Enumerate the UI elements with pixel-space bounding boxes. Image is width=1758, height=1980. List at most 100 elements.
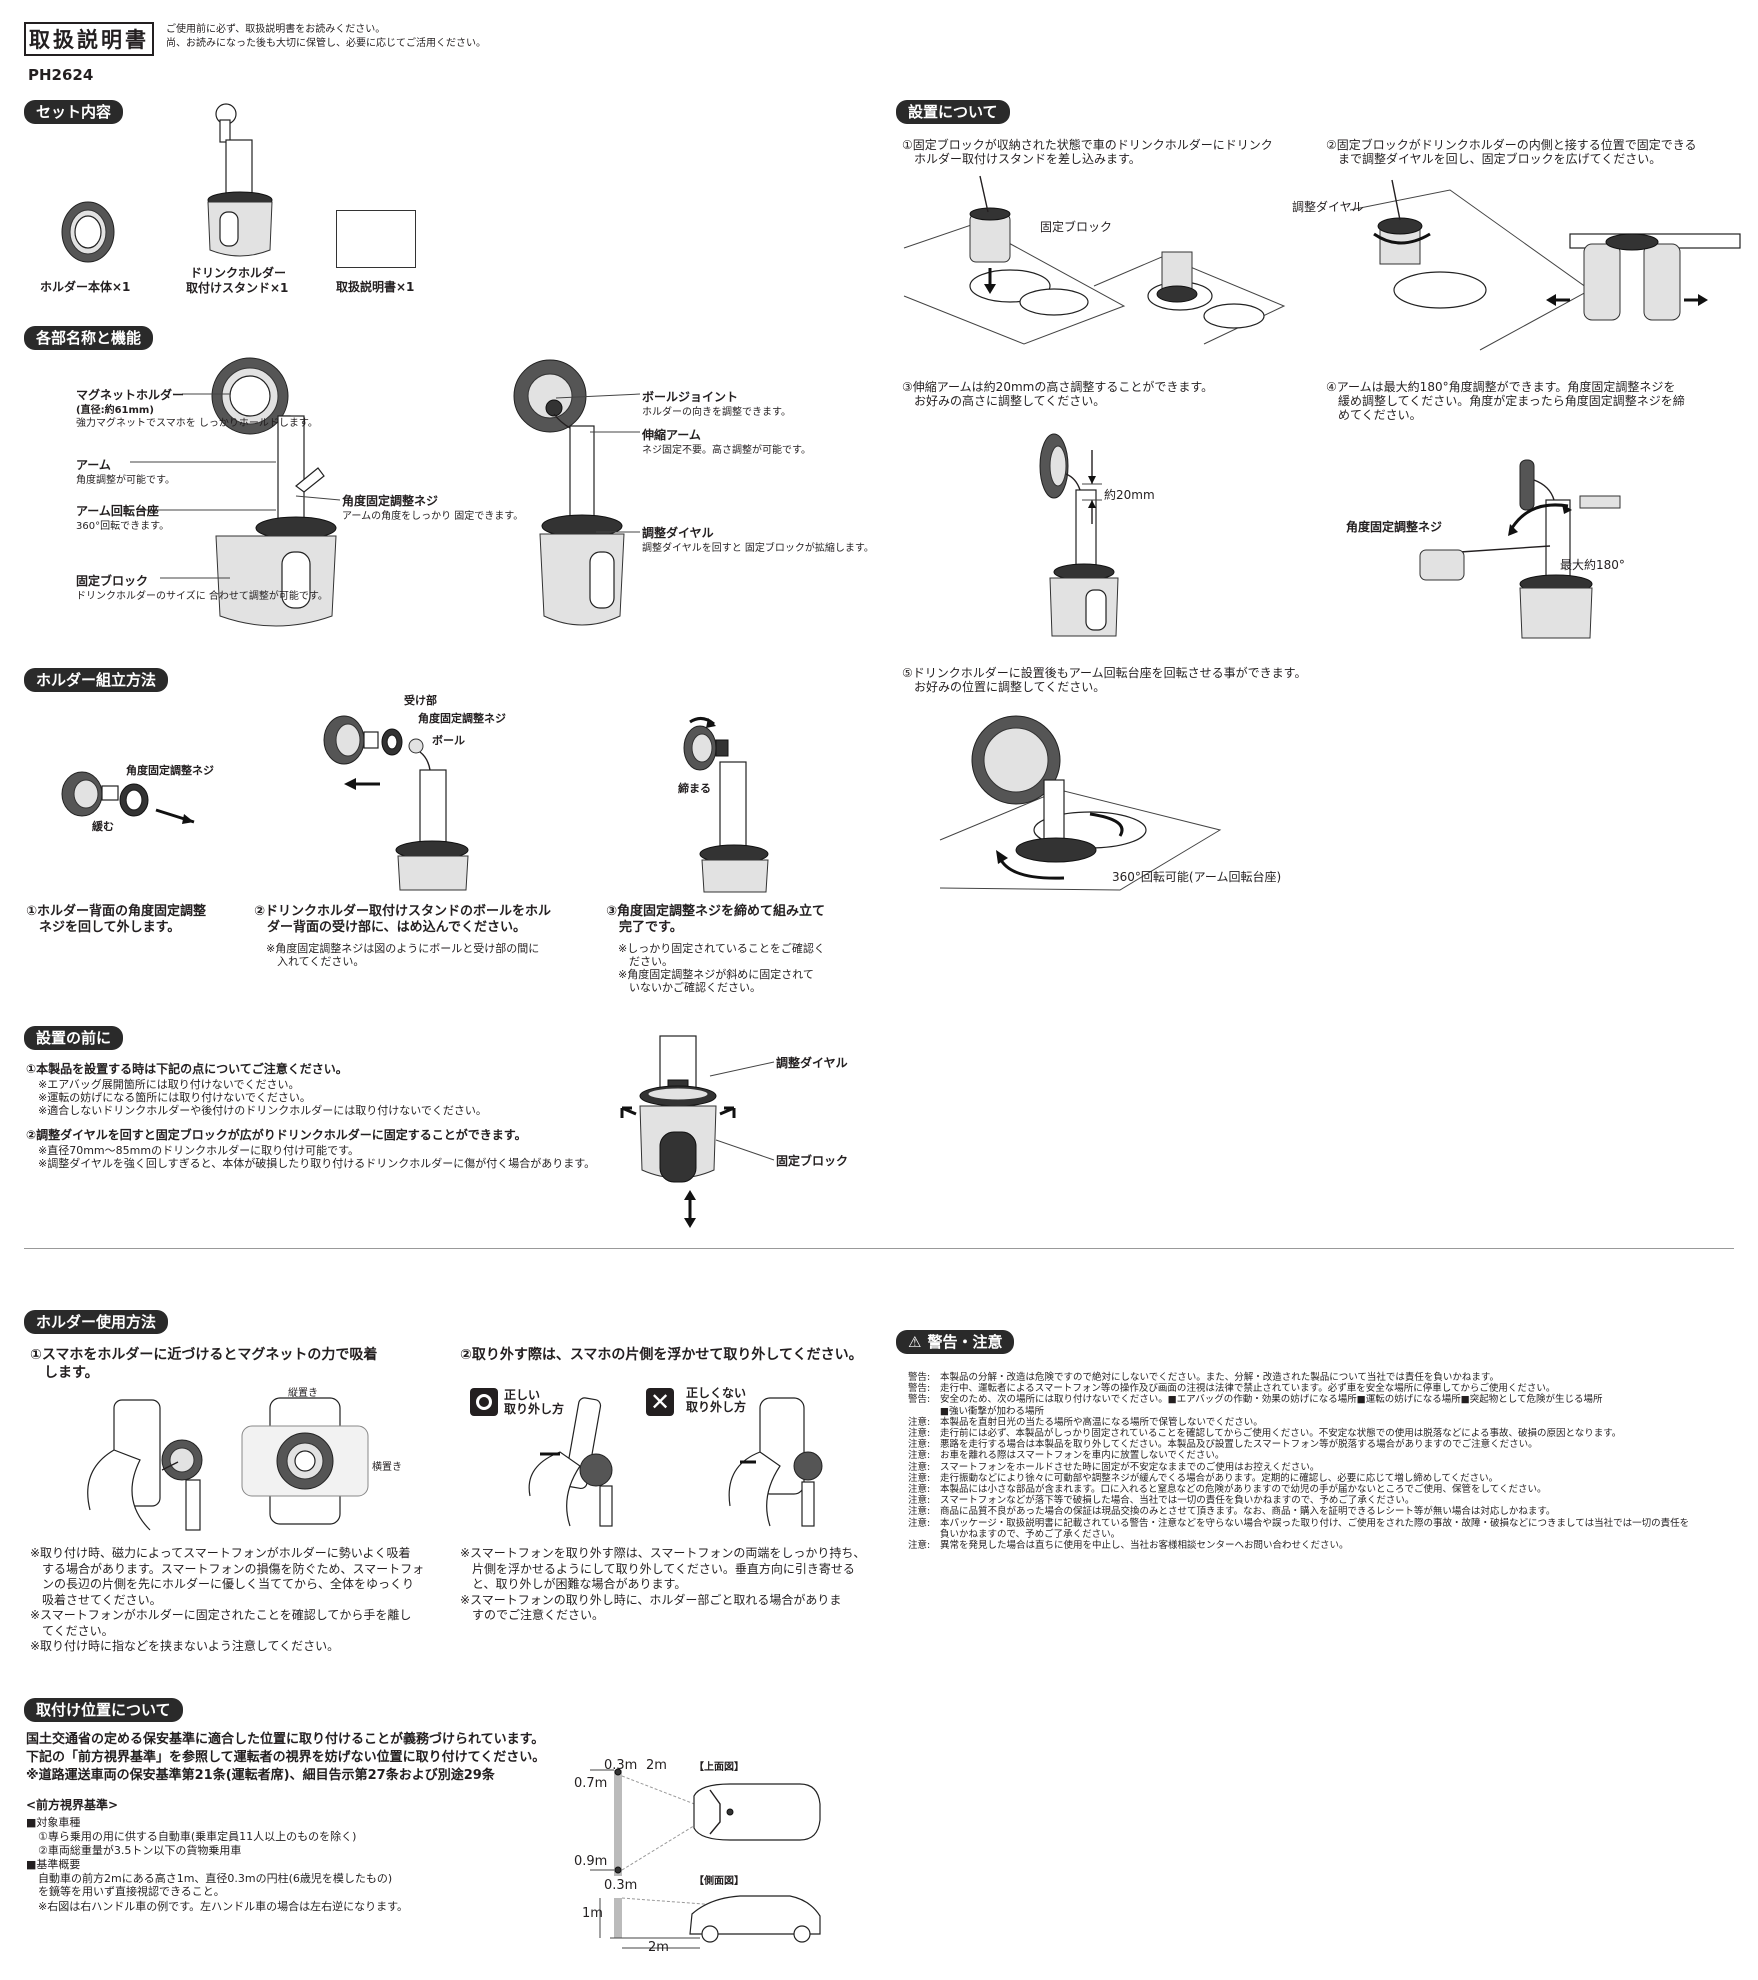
warning-item: 注意: 商品に品質不良があった場合の保証は現品交換のみとさせて頂きます。なお、商品… bbox=[908, 1506, 1734, 1517]
stand-illustration bbox=[207, 103, 273, 257]
ok-icon bbox=[470, 1388, 498, 1416]
set-item-manual: 取扱説明書×1 bbox=[336, 280, 415, 294]
header-note-2: 尚、お読みになった後も大切に保管し、必要に応じてご活用ください。 bbox=[166, 38, 486, 49]
diagram-label-top-view: 【上面図】 bbox=[694, 1762, 744, 1773]
install-step3-label: 約20mm bbox=[1104, 488, 1155, 502]
install-step-3: ③伸縮アームは約20mmの高さ調整することができます。 お好みの高さに調整してく… bbox=[902, 380, 1214, 408]
position-summary: ■基準概要 bbox=[26, 1858, 81, 1871]
install-step2-illustration bbox=[1349, 179, 1741, 351]
warning-item-label: 注意: bbox=[908, 1517, 931, 1529]
assembly-step2-illustration bbox=[323, 715, 469, 891]
vision-diagram bbox=[590, 1768, 821, 1949]
diagram-label-03m: 0.3m bbox=[604, 1758, 638, 1773]
usage-ng-label: 正しくない 取り外し方 bbox=[686, 1386, 747, 1414]
warning-item-label: 警告: bbox=[908, 1394, 931, 1406]
warning-item-label: 注意: bbox=[908, 1461, 931, 1473]
section-warning-title: ⚠警告・注意 bbox=[896, 1330, 1015, 1354]
warning-item-text: 安全のため、次の場所には取り付けないでください。■エアバッグの作動・効果の妨げに… bbox=[940, 1394, 1603, 1417]
warning-item: 警告: 安全のため、次の場所には取り付けないでください。■エアバッグの作動・効果の… bbox=[908, 1394, 1734, 1416]
install-step2-label: 調整ダイヤル bbox=[1292, 200, 1364, 214]
warning-item-text: 本製品には小さな部品が含まれます。口に入れると窒息などの危険がありますので幼児の… bbox=[940, 1484, 1547, 1496]
warning-item: 注意:走行振動などにより徐々に可動部や調整ネジが緩んでくる場合があります。定期的… bbox=[908, 1473, 1734, 1484]
assembly-label-screw: 角度固定調整ネジ bbox=[126, 764, 214, 777]
warning-item-text: 商品に品質不良があった場合の保証は現品交換のみとさせて頂きます。なお、商品・購入… bbox=[940, 1506, 1556, 1518]
position-line-1: 国土交通省の定める保安基準に適合した位置に取り付けることが義務づけられています。 bbox=[26, 1732, 545, 1747]
warning-item-text: 本製品の分解・改造は危険ですので絶対にしないでください。また、分解・改造された製… bbox=[940, 1372, 1499, 1383]
section-install-title: 設置について bbox=[896, 100, 1010, 124]
part-magnet-label: マグネットホルダー bbox=[76, 388, 185, 402]
part-magnet-size: (直径:約61mm) bbox=[76, 405, 154, 416]
warning-item: 注意: 本製品には小さな部品が含まれます。口に入れると窒息などの危険がありますので… bbox=[908, 1484, 1734, 1495]
position-target-2: ②車両総重量が3.5トン以下の貨物乗用車 bbox=[38, 1844, 242, 1857]
part-ext-label: 伸縮アーム bbox=[642, 428, 701, 442]
diagram-label-2m-side: 2m bbox=[648, 1940, 669, 1955]
warning-item-label: 注意: bbox=[908, 1484, 931, 1496]
warning-item: 注意:本製品を直射日光の当たる場所や高温になる場所で保管しないでください。 bbox=[908, 1417, 1734, 1428]
warning-item-label: 注意: bbox=[908, 1450, 931, 1462]
section-usage-title: ホルダー使用方法 bbox=[24, 1310, 169, 1334]
assembly-label-receiver: 受け部 bbox=[404, 694, 437, 707]
warning-item-label: 注意: bbox=[908, 1506, 931, 1518]
assembly-label-tighten: 締まる bbox=[678, 782, 711, 795]
assembly-label-screw-2: 角度固定調整ネジ bbox=[418, 712, 506, 725]
position-line-3: ※道路運送車両の保安基準第21条(運転者席)、細目告示第27条および別途29条 bbox=[26, 1768, 495, 1783]
part-arm-label: アーム bbox=[76, 458, 111, 472]
warning-item-text: 走行中、運転者によるスマートフォン等の操作及び画面の注視は法律で禁止されています… bbox=[940, 1383, 1556, 1395]
assembly-step-2-note: ※角度固定調整ネジは図のようにボールと受け部の間に 入れてください。 bbox=[266, 942, 540, 968]
position-summary-1: 自動車の前方2mにある高さ1m、直径0.3mの円柱(6歳児を模したもの) を鏡等… bbox=[38, 1872, 393, 1898]
section-parts-title: 各部名称と機能 bbox=[24, 326, 154, 350]
warning-item-label: 注意: bbox=[908, 1439, 931, 1451]
part-dial-desc: 調整ダイヤルを回すと 固定ブロックが拡縮します。 bbox=[642, 543, 874, 554]
assembly-step-2: ②ドリンクホルダー取付けスタンドのボールをホル ダー背面の受け部に、はめ込んでく… bbox=[254, 904, 552, 935]
section-assembly-title: ホルダー組立方法 bbox=[24, 668, 169, 692]
assembly-step-3-note: ※しっかり固定されていることをご確認く ださい。 ※角度固定調整ネジが斜めに固定… bbox=[618, 942, 825, 994]
assembly-label-ball: ボール bbox=[432, 734, 465, 747]
usage-step-2: ②取り外す際は、スマホの片側を浮かせて取り外してください。 bbox=[460, 1347, 863, 1363]
before-point-1: ①本製品を設置する時は下記の点についてご注意ください。 bbox=[26, 1062, 348, 1076]
install-step-4: ④アームは最大約180°角度調整ができます。角度固定調整ネジを 緩め調整してくだ… bbox=[1326, 380, 1685, 422]
install-step3-illustration bbox=[1039, 433, 1119, 637]
warning-item-text: スマートフォンなどが落下等で破損した場合、当社では一切の責任を負いかねますので、… bbox=[940, 1495, 1415, 1507]
warning-item-label: 警告: bbox=[908, 1372, 931, 1383]
assembly-step-1: ①ホルダー背面の角度固定調整 ネジを回して外します。 bbox=[26, 904, 207, 935]
parts-illustration-front bbox=[211, 357, 337, 627]
usage-ok-label: 正しい 取り外し方 bbox=[504, 1388, 565, 1416]
parts-illustration-back bbox=[513, 359, 625, 626]
section-position-title: 取付け位置について bbox=[24, 1698, 183, 1722]
warning-item: 警告:走行中、運転者によるスマートフォン等の操作及び画面の注視は法律で禁止されて… bbox=[908, 1383, 1734, 1394]
warning-item: 注意:本パッケージ・取扱説明書に記載されている警告・注意などを守らない場合や誤っ… bbox=[908, 1518, 1734, 1540]
warning-item: 注意: 悪路を走行する場合は本製品を取り外してください。本製品及び設置したスマート… bbox=[908, 1439, 1734, 1450]
install-step4-label-max: 最大約180° bbox=[1560, 558, 1625, 572]
assembly-step-3: ③角度固定調整ネジを締めて組み立て 完了です。 bbox=[606, 904, 826, 935]
usage-remove-ng-illustration bbox=[728, 1397, 823, 1527]
part-magnet-desc: 強力マグネットでスマホを しっかりホールドします。 bbox=[76, 418, 318, 429]
usage-step-1-notes: ※取り付け時、磁力によってスマートフォンがホルダーに勢いよく吸着 する場合があり… bbox=[30, 1546, 425, 1653]
warning-item: 注意:異常を発見した場合は直ちに使用を中止し、当社お客様相談センターへお問い合わ… bbox=[908, 1540, 1734, 1551]
warning-item-text: 走行前には必ず、本製品がしっかり固定されていることを確認してからご使用ください。… bbox=[940, 1428, 1622, 1440]
usage-label-horizontal: 横置き bbox=[372, 1462, 402, 1473]
diagram-label-03m-side: 0.3m bbox=[604, 1878, 638, 1893]
usage-remove-ok-illustration bbox=[528, 1397, 613, 1527]
usage-step-1: ①スマホをホルダーに近づけるとマグネットの力で吸着 します。 bbox=[30, 1347, 378, 1381]
install-step-1: ①固定ブロックが収納された状態で車のドリンクホルダーにドリンク ホルダー取付けス… bbox=[902, 138, 1273, 166]
section-before-title: 設置の前に bbox=[24, 1026, 124, 1050]
usage-step-2-notes: ※スマートフォンを取り外す際は、スマートフォンの両端をしっかり持ち、 片側を浮か… bbox=[460, 1546, 866, 1622]
part-arm-desc: 角度調整が可能です。 bbox=[76, 475, 175, 486]
usage-orientation-illustration bbox=[241, 1397, 369, 1525]
part-block-desc: ドリンクホルダーのサイズに 合わせて調整が可能です。 bbox=[76, 591, 328, 602]
diagram-label-07m: 0.7m bbox=[574, 1776, 608, 1791]
warning-icon: ⚠ bbox=[908, 1333, 922, 1351]
warning-item-label: 注意: bbox=[908, 1540, 931, 1552]
before-point-1-notes: ※エアバッグ展開箇所には取り付けないでください。 ※運転の妨げになる箇所には取り… bbox=[38, 1078, 487, 1117]
warning-item: 注意: 走行前には必ず、本製品がしっかり固定されていることを確認してからご使用くだ… bbox=[908, 1428, 1734, 1439]
before-dial-illustration bbox=[620, 1035, 736, 1228]
warning-item-text: 悪路を走行する場合は本製品を取り外してください。本製品及び設置したスマートフォン… bbox=[940, 1439, 1538, 1451]
position-target: ■対象車種 bbox=[26, 1816, 81, 1829]
warning-item-label: 注意: bbox=[908, 1428, 931, 1440]
warning-item-text: 本製品を直射日光の当たる場所や高温になる場所で保管しないでください。 bbox=[940, 1416, 1263, 1428]
before-label-block: 固定ブロック bbox=[776, 1154, 849, 1168]
holder-ring-illustration bbox=[61, 201, 115, 263]
usage-attach-illustration bbox=[87, 1399, 203, 1531]
header-note-1: ご使用前に必ず、取扱説明書をお読みください。 bbox=[166, 24, 386, 35]
